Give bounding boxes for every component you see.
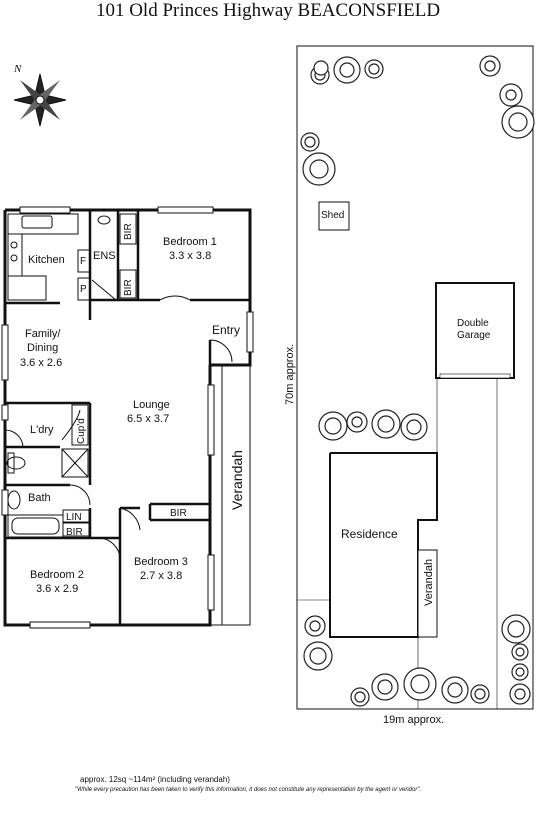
tree-icons bbox=[300, 55, 535, 707]
plan-drawing: N bbox=[13, 63, 67, 127]
room-family-name2: Dining bbox=[27, 342, 58, 354]
residence-label: Residence bbox=[341, 527, 398, 541]
bir-bedroom2-label: BIR bbox=[66, 527, 83, 538]
lin-label: LIN bbox=[66, 512, 82, 523]
room-bedroom3-dims: 2.7 x 3.8 bbox=[140, 570, 182, 582]
site-width-label: 19m approx. bbox=[383, 714, 444, 726]
room-family-name: Family/ bbox=[25, 328, 61, 340]
garage-label-line1: Double bbox=[457, 318, 489, 329]
room-bedroom2-name: Bedroom 2 bbox=[30, 569, 84, 581]
verandah-floor-label: Verandah bbox=[229, 450, 245, 510]
garage-label-line2: Garage bbox=[457, 330, 491, 341]
room-ldry-name: L'dry bbox=[30, 424, 54, 436]
disclaimer-note: "While every precaution has been taken t… bbox=[75, 787, 422, 793]
room-bedroom1-dims: 3.3 x 3.8 bbox=[169, 250, 211, 262]
floorplan-page: 101 Old Princes Highway BEACONSFIELD N bbox=[1, 0, 535, 793]
compass-icon: N bbox=[13, 63, 67, 127]
room-family-dims: 3.6 x 2.6 bbox=[20, 357, 62, 369]
room-ens-name: ENS bbox=[93, 250, 116, 262]
room-bedroom2-dims: 3.6 x 2.9 bbox=[36, 583, 78, 595]
room-bedroom3-name: Bedroom 3 bbox=[134, 556, 188, 568]
cupboard-label: Cup'd bbox=[76, 418, 87, 444]
shed-label: Shed bbox=[321, 210, 344, 221]
site-length-label: 70m approx. bbox=[284, 344, 296, 405]
site-plan: Shed Double Garage Residence Verandah 70… bbox=[284, 45, 535, 726]
room-lounge-name: Lounge bbox=[133, 399, 170, 411]
room-entry-name: Entry bbox=[212, 323, 240, 337]
room-bedroom1-name: Bedroom 1 bbox=[163, 236, 217, 248]
room-lounge-dims: 6.5 x 3.7 bbox=[127, 413, 169, 425]
bir-bedroom1-label: BIR bbox=[123, 279, 134, 296]
room-kitchen-name: Kitchen bbox=[28, 254, 65, 266]
fridge-label: F bbox=[80, 256, 86, 267]
area-note: approx. 12sq ~114m² (including verandah) bbox=[80, 775, 230, 784]
bir-ens-label: BIR bbox=[123, 223, 134, 240]
pantry-label: P bbox=[80, 284, 87, 295]
site-verandah-label: Verandah bbox=[423, 559, 435, 606]
page-title: 101 Old Princes Highway BEACONSFIELD bbox=[95, 0, 441, 21]
compass-north-label: N bbox=[13, 63, 22, 75]
floor-plan: Kitchen ENS Bedroom 1 3.3 x 3.8 Family/ … bbox=[1, 45, 535, 726]
bir-bedroom3-label: BIR bbox=[170, 508, 187, 519]
room-bath-name: Bath bbox=[28, 492, 51, 504]
